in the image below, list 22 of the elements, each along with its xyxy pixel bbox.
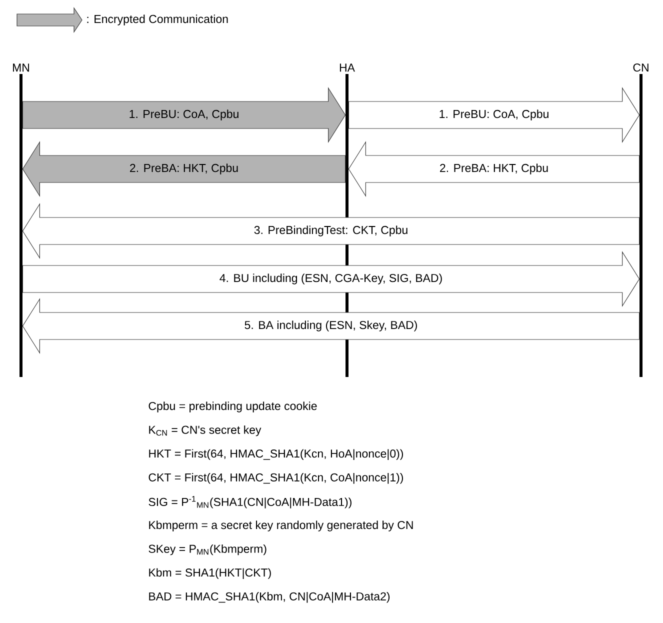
- edge-label: 2. PreBA: HKT, Cpbu: [438, 162, 550, 176]
- legend-text: : Encrypted Communication: [87, 14, 228, 26]
- node-label: CN: [633, 63, 648, 72]
- note-text: Kbm = SHA1(HKT|CKT): [149, 568, 271, 579]
- note-text: K$_{CN}$ = CN's secret key: [149, 425, 262, 436]
- edge-label: 4. BU including (ESN, CGA-Key, SIG, BAD): [218, 272, 444, 286]
- edge-label: 3. PreBindingTest: CKT, Cpbu: [252, 224, 410, 238]
- note-text: Cpbu = prebinding update cookie: [148, 402, 317, 412]
- edge-label: 1. PreBU: CoA, Cpbu: [128, 108, 240, 122]
- edge-label: 1. PreBU: CoA, Cpbu: [438, 108, 550, 122]
- note-text: Kbmperm = a secret key randomly generated by CN: [149, 520, 413, 532]
- node-label: HA: [340, 64, 355, 72]
- note-text: HKT = First(64, HMAC_SHA1(Kcn, HoA|nonce|0)): [149, 449, 404, 460]
- note-text: BAD = HMAC_SHA1(Kbm, CN|CoA|MH-Data2): [149, 592, 390, 603]
- lifeline: MN: [13, 64, 29, 377]
- edge-label: 2. PreBA: HKT, Cpbu: [128, 162, 240, 176]
- node-label: MN: [13, 64, 30, 72]
- lifeline: CN: [633, 63, 648, 377]
- note-text: CKT = First(64, HMAC_SHA1(Kcn, CoA|nonce|1)): [148, 473, 404, 484]
- note-text: SKey = P$_{MN}$(Kbmperm): [148, 544, 266, 556]
- edge-label: 5. BA including (ESN, Skey, BAD): [243, 320, 419, 332]
- note-text: SIG = P$^{-1}$$_{MN}$(SHA1(CN|CoA|MH-Data1)): [148, 496, 352, 508]
